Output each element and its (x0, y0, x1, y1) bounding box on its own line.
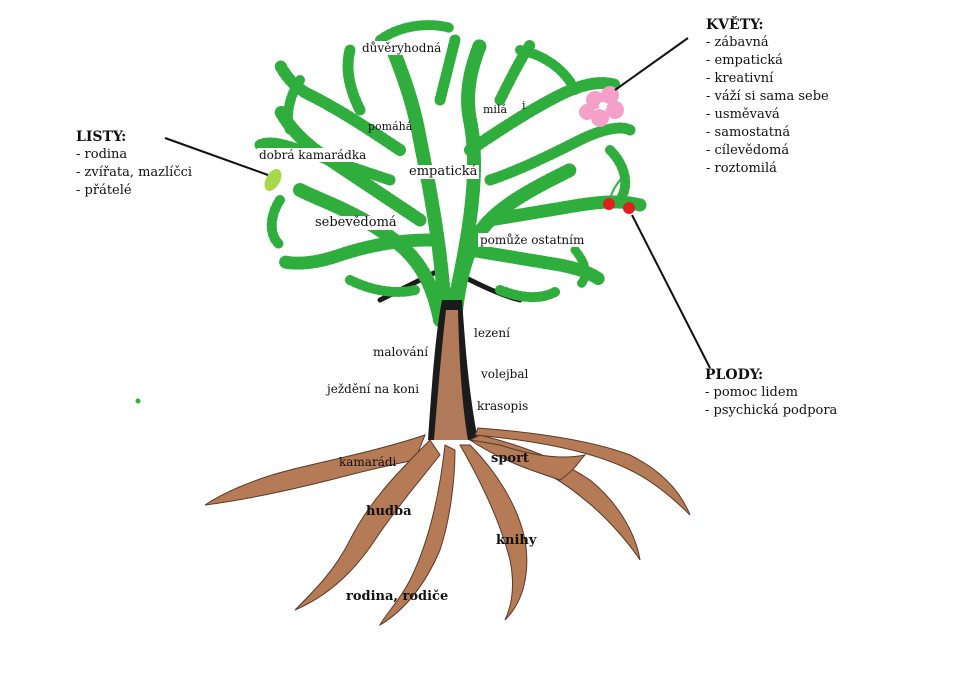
crown-label-duveryhodna: důvěryhodná (360, 41, 444, 55)
trunk-label-jezdeni-na-koni: ježdění na koni (327, 382, 420, 396)
legend-plody: PLODY: pomoc lidem psychická podpora (705, 366, 837, 420)
legend-kvety-list: zábavná empatická kreativní váží si sama… (706, 34, 829, 178)
legend-kvety-item: váží si sama sebe (706, 88, 829, 106)
legend-kvety-item: empatická (706, 52, 829, 70)
root-label-rodina-rodice: rodina, rodiče (346, 589, 449, 604)
cherries-icon (603, 177, 635, 214)
lime-leaf-icon (264, 169, 282, 191)
trunk-label-lezeni: lezení (474, 326, 510, 340)
stray-dot (135, 398, 141, 404)
legend-listy-item: přátelé (76, 182, 192, 200)
legend-plody-item: psychická podpora (705, 402, 838, 420)
crown-foliage (254, 20, 647, 327)
roots (204, 427, 691, 627)
legend-kvety-title: KVĚTY: (706, 17, 764, 33)
legend-kvety-item: cílevědomá (706, 142, 829, 160)
pointer-lines (164, 37, 711, 369)
root-label-hudba: hudba (366, 504, 412, 519)
crown-label-dobra-kamaradka: dobrá kamarádka (257, 148, 369, 162)
crown-label-pomuze-ostatnim: pomůže ostatním (478, 233, 587, 247)
trunk (428, 300, 478, 440)
legend-kvety-item: zábavná (706, 34, 829, 52)
root-label-sport: sport (491, 451, 529, 466)
crown-label-i: i (522, 99, 526, 112)
trunk-label-volejbal: volejbal (481, 367, 529, 381)
legend-kvety: KVĚTY: zábavná empatická kreativní váží … (706, 16, 829, 178)
legend-kvety-item: samostatná (706, 124, 829, 142)
crown-label-empaticka: empatická (407, 164, 480, 179)
legend-plody-item: pomoc lidem (705, 384, 837, 402)
legend-kvety-item: usměvavá (706, 106, 829, 124)
root-label-knihy: knihy (496, 533, 537, 548)
trunk-label-krasopis: krasopis (477, 399, 529, 413)
legend-listy-list: rodina zvířata, mazlíčci přátelé (76, 146, 193, 200)
crown-label-sebevedoma: sebevědomá (313, 215, 399, 230)
legend-listy-item: zvířata, mazlíčci (76, 164, 193, 182)
legend-kvety-item: kreativní (706, 70, 829, 88)
legend-listy: LISTY: rodina zvířata, mazlíčci přátelé (76, 128, 192, 200)
root-label-kamaradi: kamarádi (339, 455, 397, 469)
legend-plody-list: pomoc lidem psychická podpora (705, 384, 838, 420)
trunk-label-malovani: malování (373, 345, 429, 359)
legend-plody-title: PLODY: (705, 367, 764, 383)
crown-label-mila: milá (483, 103, 508, 116)
legend-listy-item: rodina (76, 146, 192, 164)
legend-kvety-item: roztomilá (706, 160, 829, 178)
flower-icon (579, 86, 624, 127)
crown-label-pomaha: pomáhá (368, 120, 413, 133)
legend-listy-title: LISTY: (76, 129, 127, 145)
